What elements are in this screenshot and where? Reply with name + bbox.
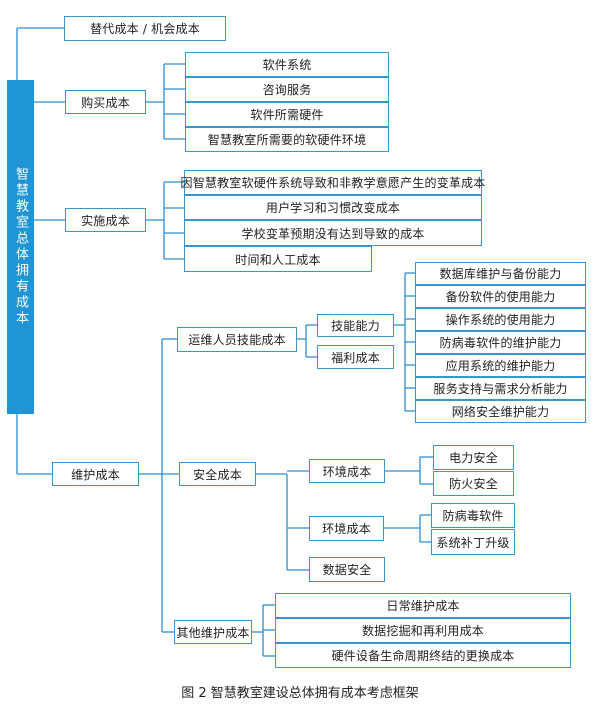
security-cost-node: 安全成本 bbox=[179, 462, 256, 486]
figure-caption: 图 2 智慧教室建设总体拥有成本考虑框架 bbox=[181, 686, 419, 701]
env-item: 防病毒软件 bbox=[431, 503, 515, 528]
root-node: 智慧教室总体拥有成本 bbox=[7, 80, 34, 414]
purchase-item: 咨询服务 bbox=[185, 77, 389, 102]
environment-cost-node: 环境成本 bbox=[309, 459, 385, 483]
other-maintenance-cost-node: 其他维护成本 bbox=[174, 620, 252, 644]
other-maintenance-item: 日常维护成本 bbox=[275, 593, 571, 618]
environment-cost-node: 环境成本 bbox=[309, 516, 384, 541]
implementation-item: 用户学习和习惯改变成本 bbox=[184, 195, 482, 220]
skill-item: 数据库维护与备份能力 bbox=[415, 262, 586, 285]
implementation-cost-node: 实施成本 bbox=[65, 208, 146, 232]
implementation-item: 学校变革预期没有达到导致的成本 bbox=[184, 220, 482, 246]
env-item: 电力安全 bbox=[433, 445, 514, 470]
data-security-node: 数据安全 bbox=[309, 557, 385, 582]
purchase-item: 智慧教室所需要的软硬件环境 bbox=[185, 127, 389, 152]
skill-item: 操作系统的使用能力 bbox=[415, 308, 586, 331]
env-item: 系统补丁升级 bbox=[431, 529, 515, 555]
skill-item: 网络安全维护能力 bbox=[415, 400, 586, 423]
env-item: 防火安全 bbox=[433, 471, 514, 496]
maintenance-cost-node: 维护成本 bbox=[52, 462, 139, 486]
purchase-item: 软件系统 bbox=[185, 52, 389, 77]
skill-item: 服务支持与需求分析能力 bbox=[415, 377, 586, 400]
ops-staff-cost-node: 运维人员技能成本 bbox=[177, 327, 297, 352]
other-maintenance-item: 数据挖掘和再利用成本 bbox=[275, 618, 571, 643]
implementation-item: 时间和人工成本 bbox=[184, 246, 372, 272]
welfare-cost-node: 福利成本 bbox=[317, 345, 394, 369]
purchase-cost-node: 购买成本 bbox=[65, 90, 146, 114]
skill-item: 应用系统的维护能力 bbox=[415, 354, 586, 377]
skill-ability-node: 技能能力 bbox=[317, 314, 394, 337]
implementation-item: 因智慧教室软硬件系统导致和非教学意愿产生的变革成本 bbox=[181, 170, 485, 195]
skill-item: 防病毒软件的维护能力 bbox=[415, 331, 586, 354]
replacement-cost-node: 替代成本 / 机会成本 bbox=[64, 16, 226, 41]
other-maintenance-item: 硬件设备生命周期终结的更换成本 bbox=[275, 643, 571, 668]
skill-item: 备份软件的使用能力 bbox=[415, 285, 586, 308]
purchase-item: 软件所需硬件 bbox=[185, 102, 389, 127]
